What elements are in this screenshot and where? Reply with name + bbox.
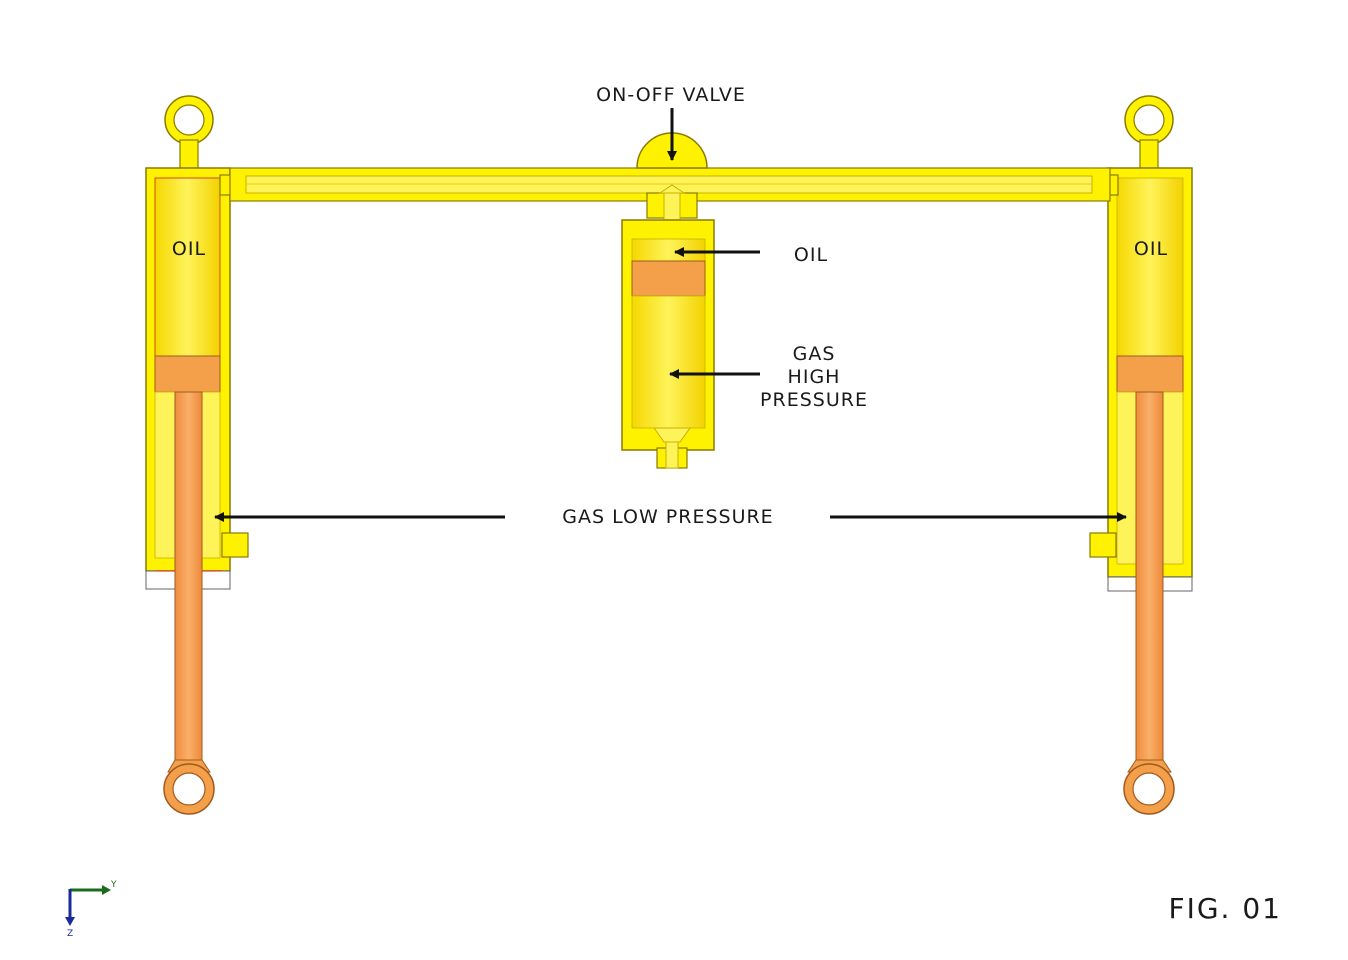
oil-left-label: OIL [172,238,206,260]
gas-high-label-line1: GAS [793,343,836,365]
figure-label: FIG. 01 [1169,892,1283,925]
annotation-arrows [214,108,1127,522]
gas-high-label-line3: PRESSURE [760,389,868,411]
accumulator-piston [631,260,706,297]
right-piston-head [1116,355,1184,393]
valve-label: ON-OFF VALVE [596,84,746,106]
axis-gizmo: Y Z [65,880,117,939]
left-piston-head [154,355,221,393]
gas-high-label-line2: HIGH [788,366,841,388]
left-cylinder [145,95,249,815]
connecting-pipe [229,167,1111,202]
left-piston-rod [174,391,203,763]
oil-right-label: OIL [1134,238,1168,260]
axis-z-label: Z [67,929,73,939]
oil-accumulator-label: OIL [794,244,828,266]
gas-low-label: GAS LOW PRESSURE [562,506,773,528]
right-cylinder [1089,95,1193,815]
axis-y-label: Y [110,880,117,890]
accumulator [621,219,715,469]
on-off-valve [636,132,708,224]
right-piston-rod [1135,391,1164,763]
